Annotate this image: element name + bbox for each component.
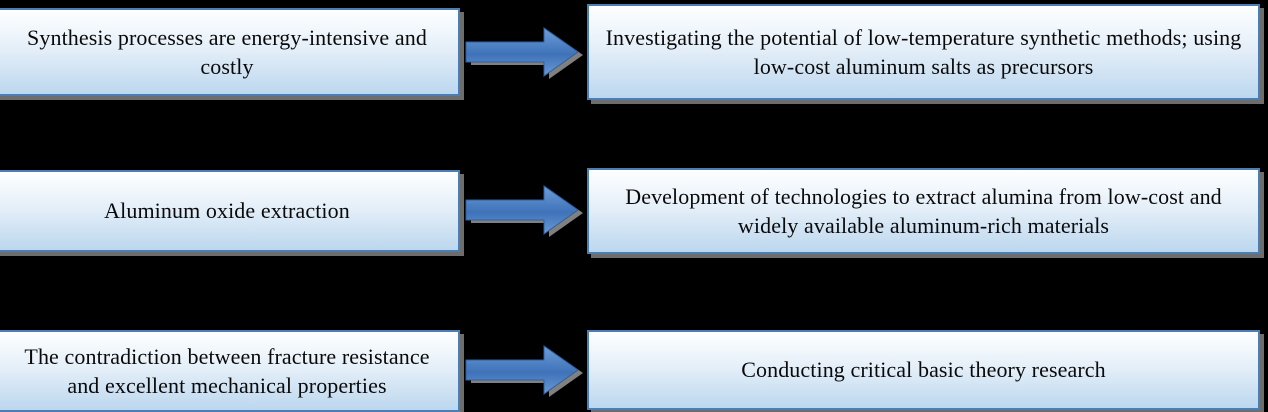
solution-box[interactable]: Investigating the potential of low-tempe… <box>587 4 1260 100</box>
problem-box-label: Aluminum oxide extraction <box>104 198 350 224</box>
solution-box[interactable]: Conducting critical basic theory researc… <box>587 330 1260 410</box>
solution-box[interactable]: Development of technologies to extract a… <box>587 168 1260 254</box>
problem-box[interactable]: Aluminum oxide extraction <box>0 170 460 252</box>
solution-box-label: Investigating the potential of low-tempe… <box>605 24 1242 79</box>
right-arrow-icon <box>462 22 586 82</box>
solution-box-label: Conducting critical basic theory researc… <box>741 357 1106 383</box>
problem-box-label: The contradiction between fracture resis… <box>24 343 430 398</box>
problem-box-label: Synthesis processes are energy-intensive… <box>27 24 427 79</box>
flow-row: The contradiction between fracture resis… <box>0 322 1268 412</box>
problem-box[interactable]: Synthesis processes are energy-intensive… <box>0 8 460 96</box>
solution-box-label: Development of technologies to extract a… <box>625 183 1222 238</box>
flow-row: Synthesis processes are energy-intensive… <box>0 0 1268 104</box>
flow-row: Aluminum oxide extraction Development of… <box>0 162 1268 258</box>
right-arrow-icon <box>462 340 586 400</box>
problem-box[interactable]: The contradiction between fracture resis… <box>0 330 460 412</box>
right-arrow-icon <box>462 180 586 240</box>
